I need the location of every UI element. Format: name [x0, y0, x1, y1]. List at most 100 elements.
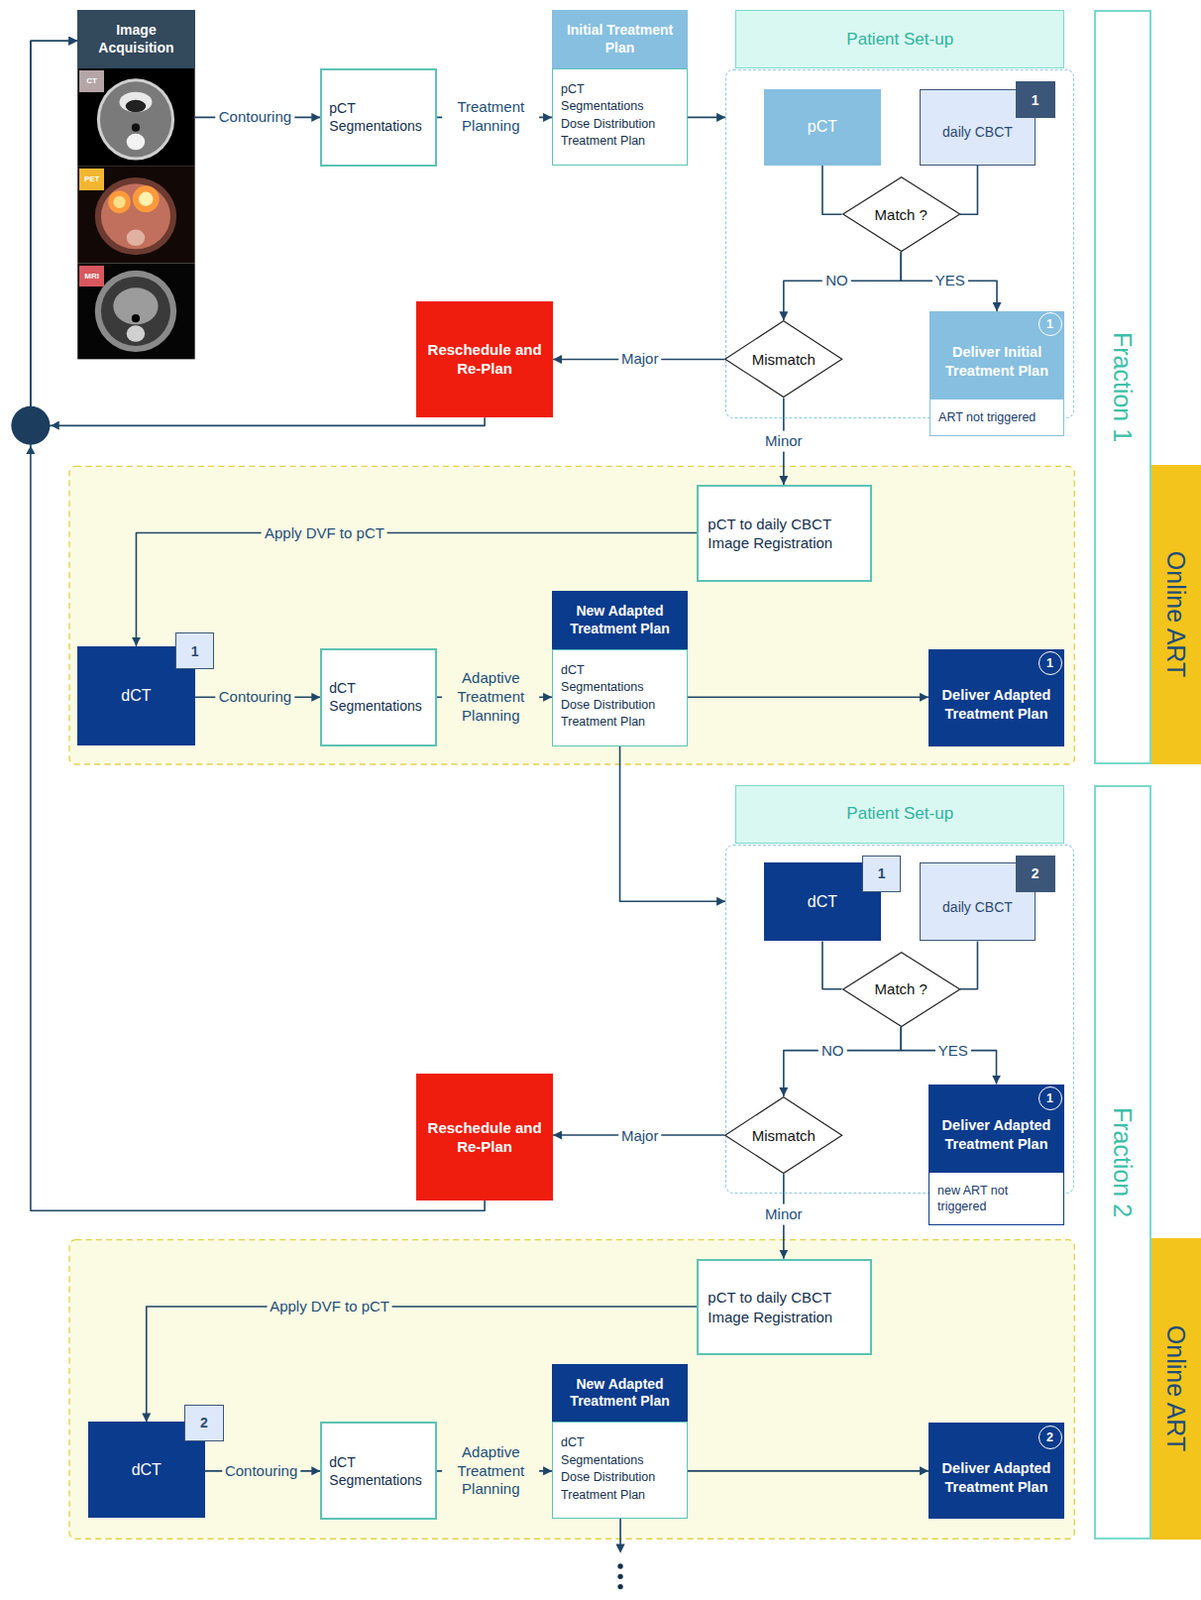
edge-label-holder: Contouring [216, 107, 295, 128]
modality-label: PET [84, 175, 101, 184]
edge-label: YES [935, 1039, 972, 1061]
delivery-box: Deliver Adapted Treatment Plannew ART no… [928, 1084, 1065, 1225]
box-title: daily CBCT [942, 898, 1013, 915]
edge-label-holder: Adaptive Treatment Planning [441, 1441, 540, 1500]
ct-image [100, 81, 172, 157]
pet-image [132, 185, 160, 213]
plan-box: New Adapted Treatment PlandCTSegmentatio… [551, 1363, 688, 1520]
box-title: pCT [807, 117, 838, 136]
process-box: dCT Segmentations [320, 648, 437, 747]
mri-image [126, 325, 146, 341]
delivery-box: Deliver Adapted Treatment Plan [928, 649, 1065, 747]
process-box: pCT Segmentations [320, 68, 437, 167]
box-text: Segmentations [551, 678, 688, 697]
callout-badge: 1 [1038, 651, 1063, 675]
ellipsis-dot [617, 1583, 623, 1589]
connector [146, 1306, 698, 1421]
decision-diamond: Mismatch [724, 320, 843, 398]
edge-label-holder: Major [618, 1125, 662, 1147]
callout-number: 1 [1046, 1091, 1054, 1105]
delivery-box: Deliver Initial Treatment PlanART not tr… [929, 311, 1065, 437]
box-title: Reschedule and Re-Plan [426, 339, 544, 379]
callout-number: 1 [191, 644, 200, 658]
edge-label-holder: YES [935, 1039, 972, 1061]
edge-label: Treatment Planning [441, 98, 540, 138]
edge-label-holder: Major [618, 348, 662, 370]
edge-label: Adaptive Treatment Planning [441, 1441, 540, 1500]
box-title: Patient Set-up [735, 9, 1065, 69]
pet-image [77, 166, 195, 264]
ct-image [118, 92, 152, 113]
edge-label-holder: NO [818, 1039, 848, 1061]
box-title: dCT Segmentations [328, 1452, 428, 1489]
box-text: pCT [551, 81, 688, 100]
arrowhead [50, 421, 59, 431]
edge-label: Contouring [216, 107, 295, 128]
callout-badge: 1 [862, 855, 901, 892]
modality-tag: CT [79, 70, 105, 93]
diamond-outline [842, 951, 960, 1026]
box-title: New Adapted Treatment Plan [551, 1363, 688, 1422]
callout-number: 1 [877, 866, 886, 880]
callout-badge: 2 [1015, 855, 1056, 892]
plan-box: Initial Treatment PlanpCTSegmentationsDo… [551, 9, 688, 166]
setup-group: Patient Set-uppCTdaily CBCTMatch ?Mismat… [725, 9, 1075, 419]
box-title: Fraction 2 [1107, 1106, 1137, 1217]
box-title: Deliver Adapted Treatment Plan [928, 1084, 1065, 1173]
connector [687, 116, 726, 119]
edge-label-holder: Contouring [216, 686, 295, 708]
edge-label: Major [618, 348, 662, 370]
mri-image [131, 314, 140, 323]
connector [783, 1026, 901, 1096]
box-text: dCT [551, 661, 688, 680]
arrowhead [615, 1542, 625, 1552]
box-title: Initial Treatment Plan [551, 9, 688, 69]
edge-label: Contouring [221, 1459, 301, 1481]
connector [960, 940, 979, 988]
box-title: dCT [807, 892, 838, 911]
connector [783, 251, 901, 321]
mri-image [101, 276, 171, 346]
edge-label-holder: Contouring [221, 1459, 301, 1481]
callout-badge: 2 [1038, 1424, 1063, 1449]
box-title: Patient Set-up [735, 784, 1065, 844]
connector [822, 165, 843, 215]
junction-dot [10, 406, 50, 445]
modality-label: MRI [84, 272, 100, 281]
box-text: ART not triggered [929, 398, 1065, 437]
box-text: Dose Distribution [551, 696, 688, 715]
edge-label-holder: Adaptive Treatment Planning [441, 667, 540, 726]
box-title: Reschedule and Re-Plan [426, 1117, 544, 1157]
decision-diamond: Mismatch [724, 1095, 843, 1174]
edge-label: Major [618, 1125, 662, 1147]
diamond-outline [725, 321, 843, 398]
callout-badge: 1 [1038, 1086, 1063, 1110]
connector [620, 746, 727, 902]
callout-number: 1 [1046, 318, 1054, 331]
box-text: new ART not triggered [928, 1171, 1065, 1225]
edge-label: NO [822, 270, 852, 292]
box-text: Dose Distribution [551, 1468, 688, 1487]
diamond-outline [842, 177, 960, 252]
connector [687, 696, 929, 699]
ct-image [77, 68, 195, 167]
edge-label: Apply DVF to pCT [261, 522, 388, 544]
replan-box: Reschedule and Re-Plan [416, 1073, 553, 1201]
fraction-band: Fraction 2 [1093, 784, 1152, 1539]
edge-label-holder: Treatment Planning [441, 98, 540, 138]
mri-image [112, 287, 158, 325]
connector [900, 251, 997, 312]
edge-label: NO [818, 1039, 848, 1061]
box-title: Online ART [1161, 550, 1191, 677]
process-box: dCT Segmentations [320, 1420, 437, 1520]
box-text: Segmentations [551, 98, 688, 116]
box-text: Treatment Plan [551, 132, 688, 151]
online-region [69, 1239, 1075, 1539]
ct-image [97, 78, 175, 160]
plan-box: New Adapted Treatment PlandCTSegmentatio… [551, 590, 688, 747]
callout-number: 2 [1046, 1430, 1054, 1444]
image-box: pCT [764, 89, 880, 166]
callout-badge: 1 [1038, 312, 1063, 336]
edge-label-holder: Minor [762, 1203, 806, 1225]
